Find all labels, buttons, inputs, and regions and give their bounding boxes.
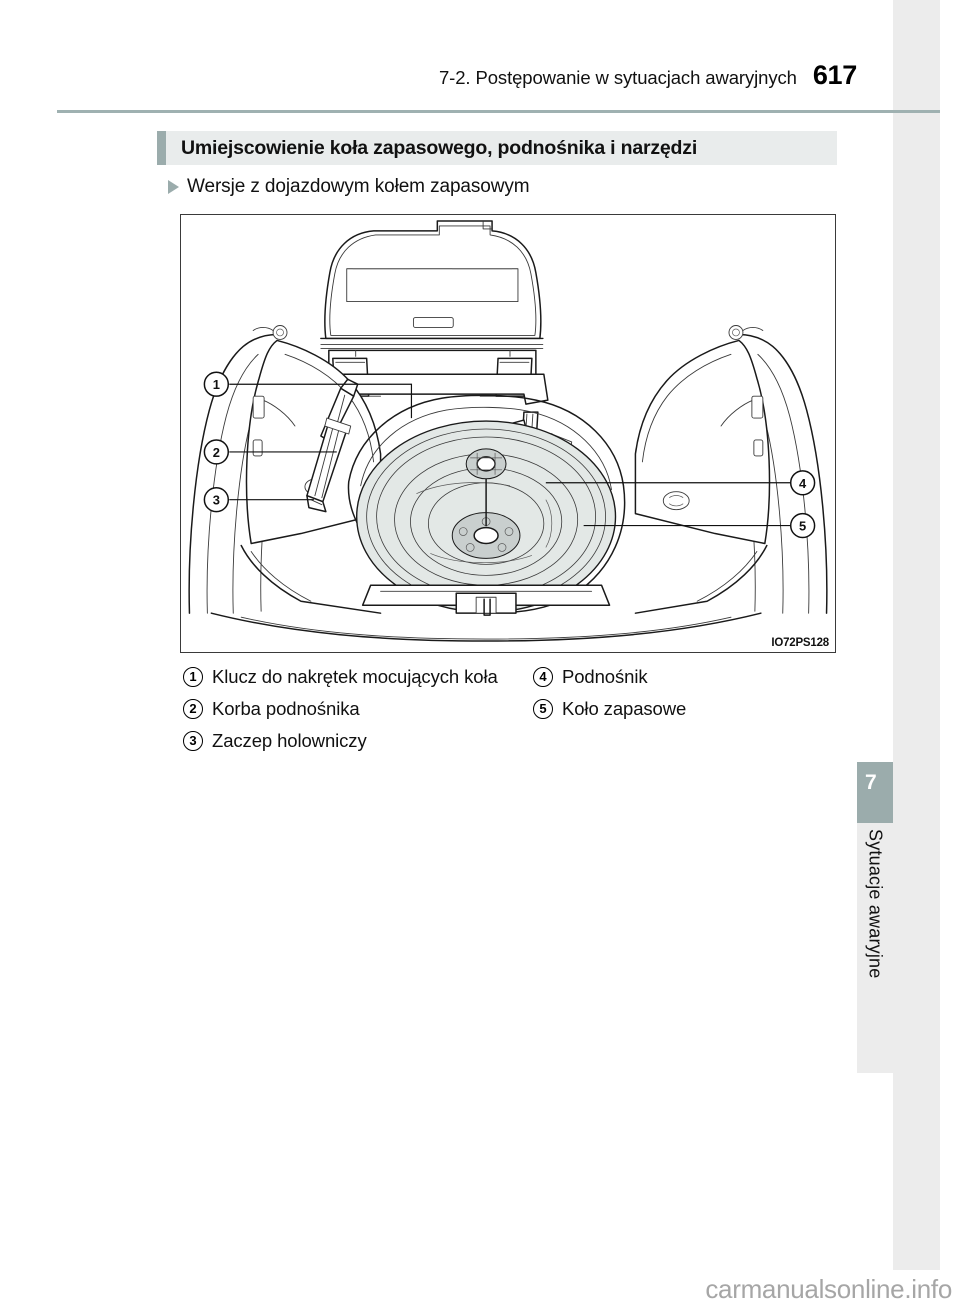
legend-label: Klucz do nakrętek mocujących koła — [212, 666, 498, 687]
list-item: 4 Podnośnik — [533, 664, 833, 689]
header-chapter-label: 7-2. Postępowanie w sytuacjach awaryjnyc… — [438, 67, 797, 88]
legend-column-right: 4 Podnośnik 5 Koło zapasowe — [533, 664, 833, 728]
svg-text:2: 2 — [213, 445, 220, 460]
chapter-rail-text-wrap: Sytuacje awaryjne — [857, 823, 893, 1073]
section-title: Umiejscowienie koła zapasowego, podnośni… — [181, 136, 698, 159]
trunk-lid-group — [316, 220, 549, 405]
legend-label: Podnośnik — [562, 666, 648, 687]
chapter-name-vertical: Sytuacje awaryjne — [865, 829, 886, 979]
list-item: 1 Klucz do nakrętek mocujących koła — [183, 664, 503, 689]
header-divider-rule — [57, 110, 940, 113]
list-item: 2 Korba podnośnika — [183, 696, 503, 721]
subheading-text: Wersje z dojazdowym kołem zapasowym — [187, 176, 530, 197]
legend-label: Korba podnośnika — [212, 698, 360, 719]
right-margin-strip — [893, 0, 940, 1270]
section-accent-bar — [157, 131, 166, 165]
legend-number: 1 — [183, 667, 203, 687]
legend-number: 2 — [183, 699, 203, 719]
legend-number: 4 — [533, 667, 553, 687]
legend-number: 3 — [183, 731, 203, 751]
list-item: 3 Zaczep holowniczy — [183, 728, 503, 753]
figure-code-label: IO72PS128 — [771, 637, 829, 649]
page-header: 7-2. Postępowanie w sytuacjach awaryjnyc… — [0, 60, 893, 108]
subheading-row: Wersje z dojazdowym kołem zapasowym — [168, 176, 530, 198]
trunk-illustration-svg: .ln { fill:none; stroke:#1a1a1a; stroke-… — [188, 220, 828, 642]
site-watermark: carmanualsonline.info — [705, 1274, 952, 1304]
triangle-bullet-icon — [168, 180, 179, 194]
legend-number: 5 — [533, 699, 553, 719]
callout-2: 2 — [203, 439, 230, 465]
right-trunk-wall-group — [634, 325, 828, 614]
callout-5: 5 — [789, 512, 816, 539]
page-number: 617 — [812, 60, 857, 90]
svg-text:4: 4 — [799, 476, 807, 491]
figure-legend: 1 Klucz do nakrętek mocujących koła 2 Ko… — [0, 664, 893, 784]
legend-label: Koło zapasowe — [562, 698, 687, 719]
header-inner: 7-2. Postępowanie w sytuacjach awaryjnyc… — [439, 60, 857, 91]
callout-1: 1 — [203, 371, 230, 397]
chapter-rail — [857, 823, 893, 1073]
list-item: 5 Koło zapasowe — [533, 696, 833, 721]
callout-3: 3 — [203, 487, 230, 513]
svg-text:5: 5 — [799, 519, 806, 534]
legend-label: Zaczep holowniczy — [212, 730, 367, 751]
section-title-band: Umiejscowienie koła zapasowego, podnośni… — [157, 131, 837, 165]
spare-wheel-group — [210, 394, 762, 642]
figure-trunk-spare-wheel: .ln { fill:none; stroke:#1a1a1a; stroke-… — [180, 214, 836, 653]
callout-leaders — [229, 383, 791, 527]
legend-column-left: 1 Klucz do nakrętek mocujących koła 2 Ko… — [183, 664, 503, 760]
svg-text:1: 1 — [213, 377, 220, 392]
chapter-tab-number: 7 — [865, 771, 877, 794]
callout-4: 4 — [789, 470, 816, 496]
chapter-tab: 7 — [857, 762, 893, 823]
svg-text:3: 3 — [213, 493, 220, 508]
